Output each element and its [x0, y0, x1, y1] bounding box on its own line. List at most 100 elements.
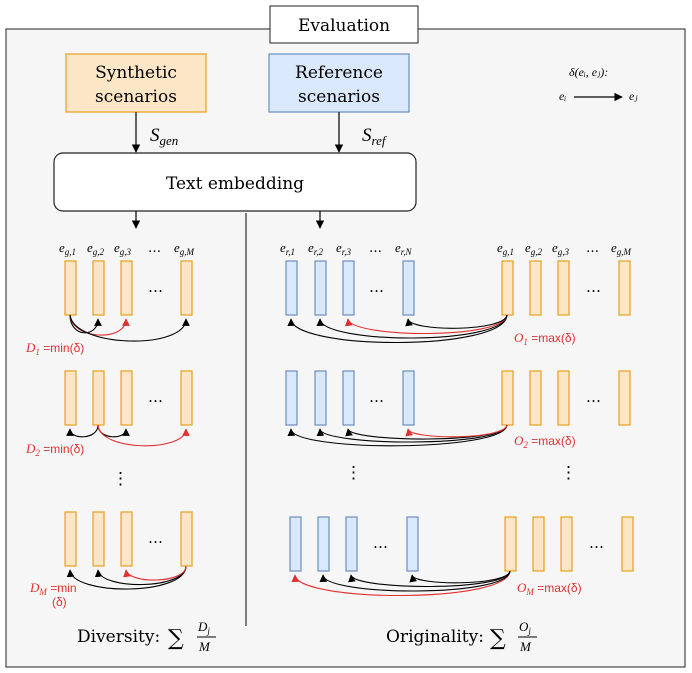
left-header-2: eg,2 — [87, 240, 105, 257]
gen-embedding-bar — [501, 370, 514, 426]
embedding-bar — [92, 260, 105, 316]
left-row-m-ellipsis: … — [148, 529, 163, 547]
synthetic-scenarios-box — [65, 53, 207, 113]
diversity-numerator: Dj — [197, 619, 210, 636]
diversity-formula: Diversity: ∑ Dj M — [77, 619, 216, 654]
legend-to: eⱼ — [629, 89, 638, 103]
distance-arrow-min — [97, 424, 190, 447]
right-row-m-ref-ellipsis: … — [373, 534, 388, 552]
embedding-bar — [92, 370, 105, 426]
originality-denominator: M — [519, 639, 532, 654]
o1-label: O1 =max(δ) — [514, 330, 576, 347]
distance-arrow — [409, 570, 511, 584]
gen-embedding-bar — [621, 516, 634, 572]
reference-line1: Reference — [295, 63, 383, 83]
gen-embedding-bar — [557, 260, 570, 316]
embedding-bar — [92, 511, 105, 567]
ref-header-n: er,N — [395, 240, 413, 257]
gen-header-m: eg,M — [611, 240, 632, 257]
gen-header-1: eg,1 — [497, 240, 514, 257]
right-row-1: … … O1 =max(δ) — [285, 260, 631, 347]
distance-arrow — [66, 424, 99, 438]
right-headers: er,1 er,2 er,3 … er,N eg,1 eg,2 eg,3 … e… — [280, 240, 632, 257]
ref-header-ellipsis: … — [369, 241, 382, 256]
left-row-m: … DM =min (δ) — [29, 511, 193, 609]
left-headers: eg,1 eg,2 eg,3 … eg,M — [59, 240, 195, 257]
ref-embedding-bar — [402, 370, 415, 426]
distance-arrow — [287, 314, 508, 344]
ref-embedding-bar — [402, 260, 415, 316]
diversity-label: Diversity: — [77, 627, 160, 647]
left-row-2: … D2 =min(δ) — [25, 370, 193, 458]
ref-embedding-bar — [342, 370, 355, 426]
ref-header-3: er,3 — [336, 240, 352, 257]
right-row-1-gen-ellipsis: … — [586, 278, 601, 296]
gen-embedding-bar — [560, 516, 573, 572]
ref-embedding-bar — [345, 516, 358, 572]
o2-label: O2 =max(δ) — [514, 433, 576, 450]
distance-arrow — [319, 570, 511, 592]
right-row-2-ref-ellipsis: … — [369, 388, 384, 406]
distance-arrow — [316, 314, 508, 339]
title-text: Evaluation — [298, 16, 390, 36]
synthetic-line2: scenarios — [95, 87, 177, 107]
s-ref-label: Sref — [362, 125, 388, 148]
left-header-m: eg,M — [174, 240, 195, 257]
left-header-ellipsis: … — [148, 241, 161, 256]
embedding-bar — [120, 511, 133, 567]
left-header-1: eg,1 — [59, 240, 76, 257]
left-vdots: ⋮ — [112, 469, 129, 489]
embedding-bar — [180, 511, 193, 567]
distance-arrow-max — [344, 314, 508, 335]
right-row-1-ref-ellipsis: … — [369, 278, 384, 296]
ref-embedding-bar — [317, 516, 330, 572]
distance-arrow — [69, 314, 190, 342]
legend-delta: δ(eᵢ, eⱼ): — [569, 65, 608, 79]
ref-embedding-bar — [314, 370, 327, 426]
embedding-bar — [180, 370, 193, 426]
left-row-1: … D1 =min(δ) — [25, 260, 193, 357]
gen-embedding-bar — [618, 370, 631, 426]
reference-scenarios-box — [268, 53, 410, 113]
ref-embedding-bar — [406, 516, 419, 572]
distance-arrow — [316, 424, 508, 443]
ref-embedding-bar — [342, 260, 355, 316]
originality-sum: ∑ — [490, 626, 506, 651]
originality-numerator: Oj — [519, 619, 531, 636]
embedding-bar — [64, 511, 77, 567]
right-vdots-ref: ⋮ — [345, 463, 362, 483]
ref-embedding-bar — [285, 370, 298, 426]
gen-header-ellipsis: … — [586, 241, 599, 256]
ref-header-2: er,2 — [308, 240, 324, 257]
synthetic-line1: Synthetic — [95, 63, 177, 83]
text-embedding-label: Text embedding — [166, 174, 304, 194]
gen-embedding-bar — [532, 516, 545, 572]
d1-label: D1 =min(δ) — [25, 340, 84, 357]
diversity-sum: ∑ — [168, 626, 184, 651]
gen-header-2: eg,2 — [525, 240, 543, 257]
d2-label: D2 =min(δ) — [25, 441, 84, 458]
ref-embedding-bar — [314, 260, 327, 316]
distance-arrow-min — [123, 565, 187, 581]
gen-embedding-bar — [501, 260, 514, 316]
originality-formula: Originality: ∑ Oj M — [386, 619, 537, 654]
distance-arrow — [287, 424, 508, 447]
left-row-2-ellipsis: … — [148, 388, 163, 406]
ref-embedding-bar — [289, 516, 302, 572]
title-box — [269, 5, 419, 44]
embedding-bar — [64, 370, 77, 426]
originality-label: Originality: — [386, 627, 484, 647]
distance-arrow-max — [291, 570, 511, 597]
ref-embedding-bar — [285, 260, 298, 316]
gen-embedding-bar — [618, 260, 631, 316]
embedding-bar — [120, 370, 133, 426]
gen-embedding-bar — [504, 516, 517, 572]
embedding-bar — [120, 260, 133, 316]
embedding-bar — [180, 260, 193, 316]
reference-line2: scenarios — [298, 87, 380, 107]
dm-label-cont: (δ) — [52, 595, 67, 609]
gen-embedding-bar — [529, 370, 542, 426]
dm-label: DM =min — [29, 580, 77, 597]
